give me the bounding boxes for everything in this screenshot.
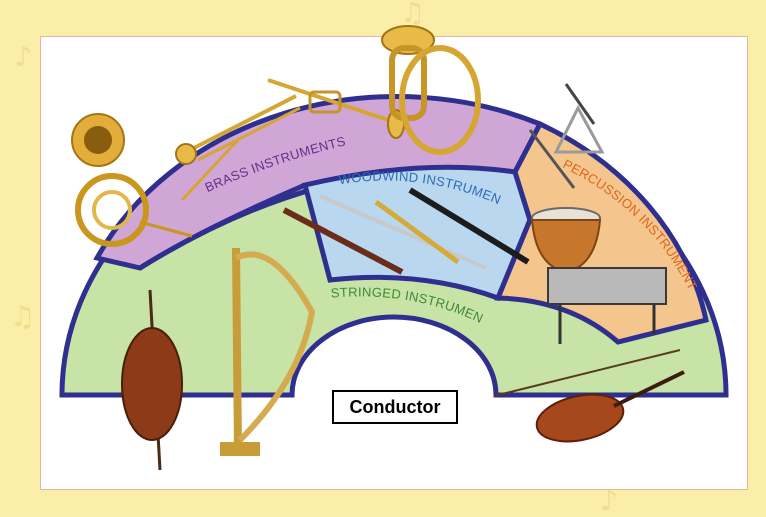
- conductor-label: Conductor: [332, 390, 458, 424]
